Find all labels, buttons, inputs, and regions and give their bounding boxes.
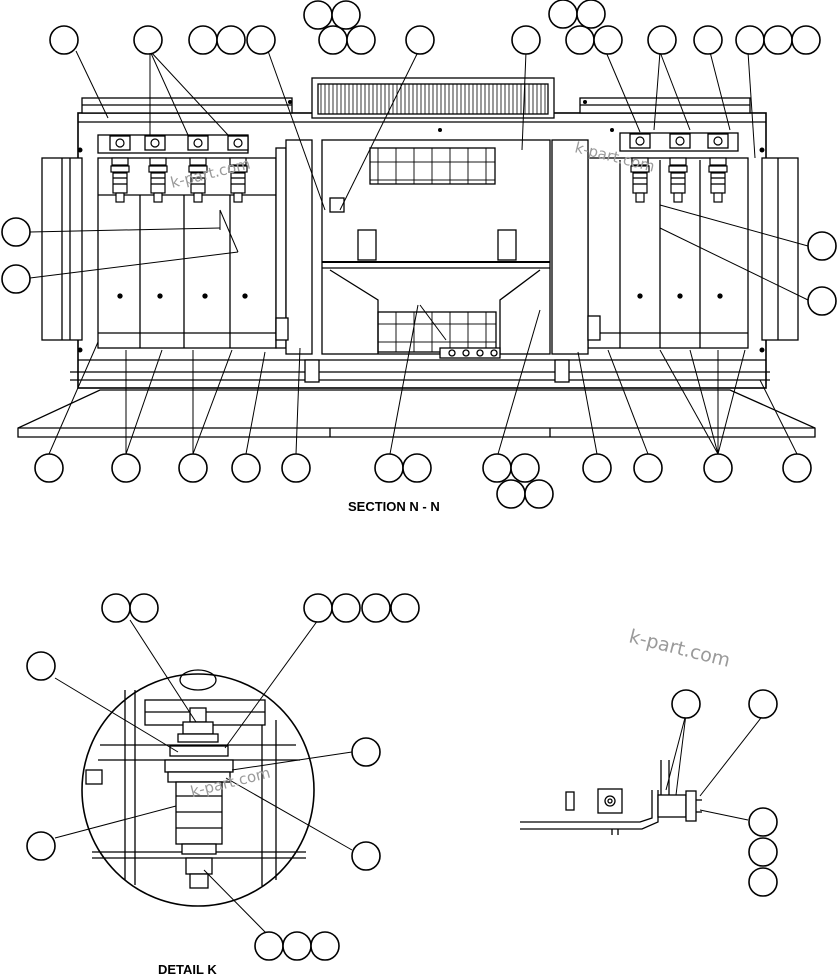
- section-view: [17, 77, 816, 438]
- base-plate: [17, 389, 816, 438]
- detail-leaders: [54, 619, 353, 938]
- bracket-callouts: [671, 689, 778, 897]
- section-leaders: [29, 50, 809, 455]
- central-duct: [304, 77, 570, 383]
- frame-bolts: [77, 100, 765, 353]
- detail-internal: [85, 669, 306, 889]
- watermark-bracket: k-part.com: [627, 626, 733, 672]
- right-heatsink: [761, 157, 799, 341]
- bracket-leaders: [665, 713, 765, 821]
- detail-caption: DETAIL K: [158, 962, 217, 976]
- detail-callouts: [26, 593, 420, 961]
- bracket-view: [520, 689, 778, 897]
- detail-view: [26, 593, 420, 961]
- section-caption: SECTION N - N: [348, 499, 440, 514]
- section-callouts: [1, 0, 837, 509]
- left-heatsink: [41, 157, 83, 341]
- left-module-block: [97, 139, 313, 355]
